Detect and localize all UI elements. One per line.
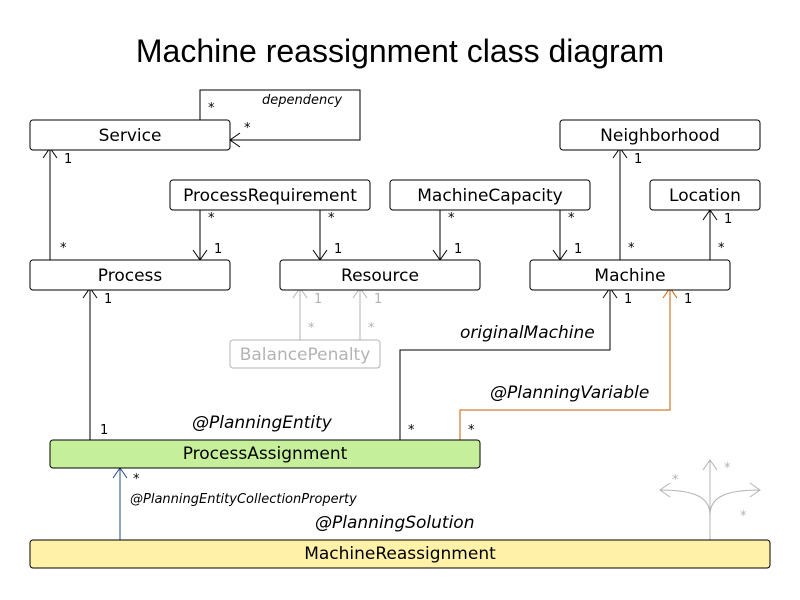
class-process-requirement-label: ProcessRequirement bbox=[183, 186, 357, 206]
multiplicity: * bbox=[724, 461, 731, 476]
class-service[interactable]: Service bbox=[29, 119, 231, 151]
class-location-label: Location bbox=[669, 186, 741, 206]
class-balance-penalty[interactable]: BalancePenalty bbox=[229, 339, 381, 369]
multiplicity: * bbox=[308, 321, 315, 336]
multiplicity: 1 bbox=[634, 152, 642, 167]
multiplicity: 1 bbox=[214, 242, 222, 257]
multiplicity: * bbox=[328, 211, 335, 226]
planning-solution-annotation: @PlanningSolution bbox=[315, 513, 474, 533]
class-service-label: Service bbox=[99, 126, 162, 146]
class-process-requirement[interactable]: ProcessRequirement bbox=[169, 179, 371, 211]
balance-penalty-resource-edges bbox=[292, 287, 368, 340]
class-resource[interactable]: Resource bbox=[279, 259, 481, 291]
arrows-fan-icon bbox=[659, 459, 761, 540]
multiplicity: 1 bbox=[334, 242, 342, 257]
class-process[interactable]: Process bbox=[29, 259, 231, 291]
multiplicity: * bbox=[208, 211, 215, 226]
class-neighborhood[interactable]: Neighborhood bbox=[559, 119, 761, 151]
multiplicity: 1 bbox=[624, 292, 632, 307]
multiplicity: * bbox=[468, 423, 475, 438]
multiplicity: * bbox=[133, 472, 140, 487]
process-assignment-process-edge bbox=[82, 287, 98, 440]
multiplicity: * bbox=[60, 241, 67, 256]
process-service-edge bbox=[42, 147, 58, 260]
class-location[interactable]: Location bbox=[649, 179, 761, 211]
process-requirement-process-edge bbox=[192, 210, 208, 261]
multiplicity: 1 bbox=[724, 212, 732, 227]
multiplicity: 1 bbox=[574, 242, 582, 257]
multiplicity: * bbox=[448, 211, 455, 226]
class-machine-reassignment[interactable]: MachineReassignment bbox=[29, 539, 771, 569]
multiplicity: * bbox=[628, 241, 635, 256]
multiplicity: * bbox=[208, 101, 215, 116]
class-machine-capacity-label: MachineCapacity bbox=[417, 186, 562, 206]
class-neighborhood-label: Neighborhood bbox=[600, 126, 720, 146]
planning-variable-edge bbox=[459, 287, 678, 440]
machine-capacity-machine-edge bbox=[552, 210, 568, 261]
class-process-assignment-label: ProcessAssignment bbox=[183, 444, 348, 464]
multiplicity: 1 bbox=[314, 292, 322, 307]
class-process-label: Process bbox=[98, 266, 163, 286]
class-process-assignment[interactable]: ProcessAssignment bbox=[49, 439, 481, 469]
multiplicity: * bbox=[672, 473, 679, 488]
entity-collection-edge bbox=[112, 467, 128, 540]
multiplicity: 1 bbox=[100, 423, 108, 438]
multiplicity: 1 bbox=[374, 292, 382, 307]
class-machine-reassignment-label: MachineReassignment bbox=[304, 544, 496, 564]
multiplicity: 1 bbox=[104, 292, 112, 307]
original-machine-edge bbox=[399, 287, 618, 440]
dependency-label: dependency bbox=[262, 93, 342, 108]
class-machine[interactable]: Machine bbox=[529, 259, 731, 291]
class-resource-label: Resource bbox=[341, 266, 419, 286]
machine-capacity-resource-edge bbox=[432, 210, 448, 261]
multiplicity: * bbox=[568, 211, 575, 226]
original-machine-label: originalMachine bbox=[460, 323, 595, 343]
planning-entity-annotation: @PlanningEntity bbox=[192, 413, 333, 433]
multiplicity: * bbox=[368, 321, 375, 336]
multiplicity: * bbox=[244, 121, 251, 136]
multiplicity: 1 bbox=[64, 152, 72, 167]
collection-property-annotation: @PlanningEntityCollectionProperty bbox=[130, 492, 357, 507]
multiplicity: * bbox=[718, 241, 725, 256]
class-machine-label: Machine bbox=[594, 266, 665, 286]
machine-neighborhood-edge bbox=[612, 147, 628, 260]
multiplicity: 1 bbox=[684, 292, 692, 307]
diagram-title: Machine reassignment class diagram bbox=[136, 33, 664, 69]
machine-location-edge bbox=[702, 209, 718, 260]
process-requirement-resource-edge bbox=[312, 210, 328, 261]
multiplicity: * bbox=[408, 423, 415, 438]
multiplicity: 1 bbox=[454, 242, 462, 257]
multiplicity: * bbox=[740, 509, 747, 524]
class-balance-penalty-label: BalancePenalty bbox=[240, 345, 371, 365]
planning-variable-annotation: @PlanningVariable bbox=[490, 383, 649, 403]
class-machine-capacity[interactable]: MachineCapacity bbox=[389, 179, 591, 211]
